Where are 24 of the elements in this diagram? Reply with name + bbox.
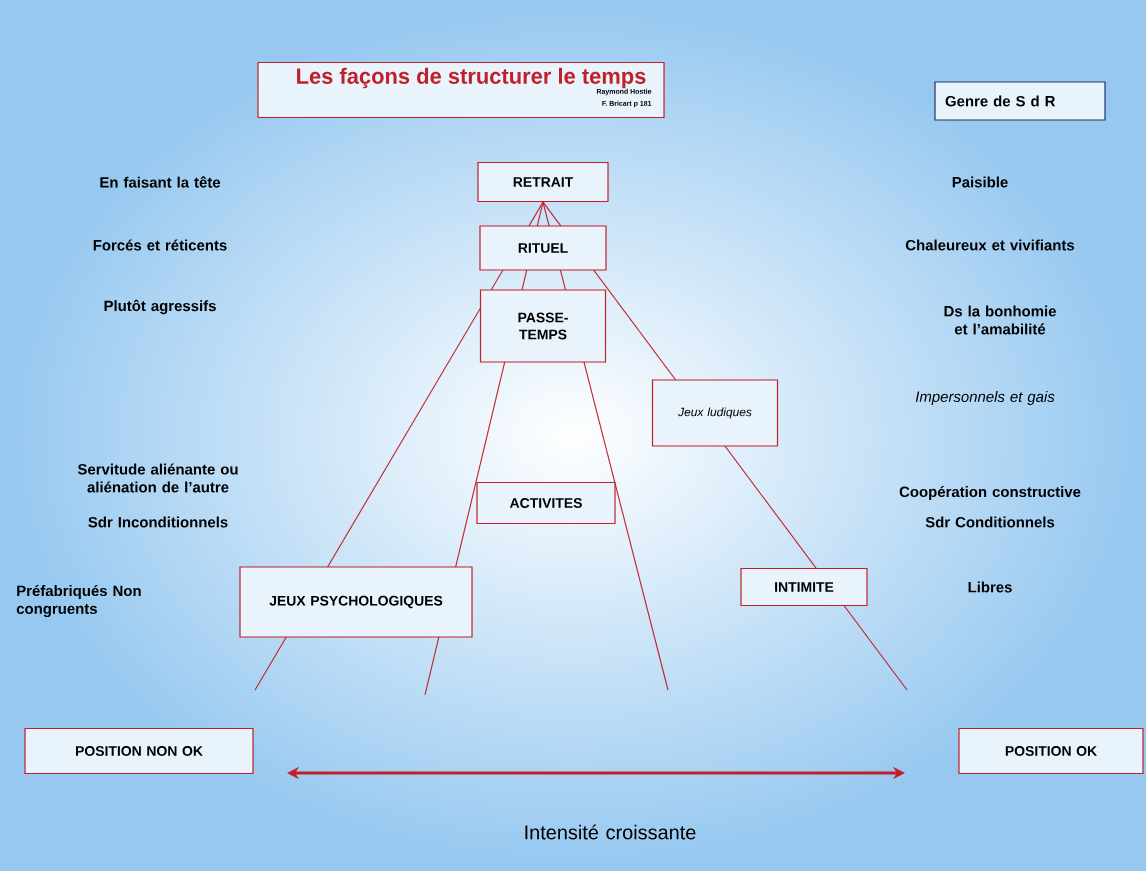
box: RITUEL bbox=[479, 225, 607, 271]
label-text: Plutôt agressifs bbox=[104, 299, 216, 315]
label-text: Ds la bonhomie et l’amabilité bbox=[944, 305, 1056, 335]
label-text: Sdr Conditionnels bbox=[925, 516, 1055, 528]
box: POSITION NON OK bbox=[24, 727, 254, 775]
box: RETRAIT bbox=[477, 161, 609, 203]
box: JEUX PSYCHOLOGIQUES bbox=[239, 566, 473, 638]
box: POSITION OK bbox=[958, 727, 1144, 775]
label-text: Servitude aliénante ou aliénation de l’autre bbox=[77, 463, 238, 493]
box: PASSE-TEMPS bbox=[479, 289, 607, 363]
label-text: En faisant la tête bbox=[100, 176, 221, 188]
label-text: Impersonnels et gais bbox=[915, 391, 1055, 405]
box: Genre de S d R bbox=[934, 81, 1106, 121]
box: ACTIVITES bbox=[476, 481, 616, 525]
label-text: Intensité croissante bbox=[525, 824, 696, 840]
label-text: Paisible bbox=[952, 176, 1008, 188]
label-text: Coopération constructive bbox=[899, 485, 1081, 500]
label-text: Préfabriqués Non congruents bbox=[16, 584, 141, 618]
box: INTIMITE bbox=[740, 567, 868, 607]
label-text: Libres bbox=[968, 581, 1012, 593]
label-text: Chaleureux et vivifiants bbox=[905, 239, 1075, 251]
label-text: Sdr Inconditionnels bbox=[88, 516, 228, 528]
box: Jeux ludiques bbox=[651, 379, 779, 447]
label-text: Forcés et réticents bbox=[93, 239, 227, 251]
